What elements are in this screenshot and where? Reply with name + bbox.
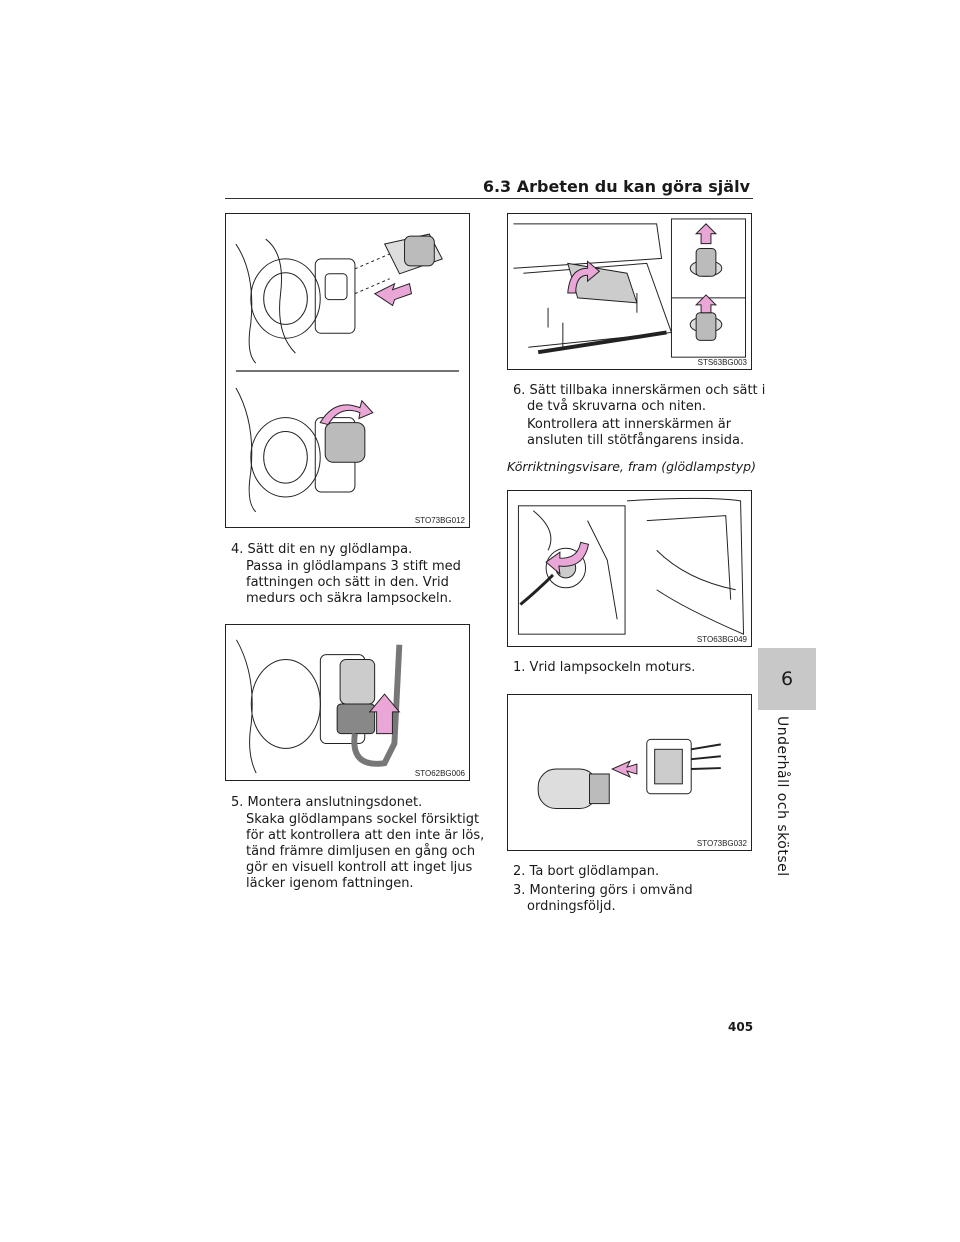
chapter-number: 6	[780, 668, 794, 690]
figure-code: STO73BG032	[696, 839, 747, 848]
step-2: 2. Ta bort glödlampan.	[513, 864, 660, 879]
step-5-line-5: läcker igenom fattningen.	[246, 876, 414, 891]
step-6-title-line-2: de två skruvarna och niten.	[527, 399, 707, 414]
figure-connector: STO62BG006	[225, 624, 470, 781]
step-5-line-3: tänd främre dimljusen en gång och	[246, 844, 476, 859]
step-6-line-2: ansluten till stötfångarens insida.	[527, 433, 745, 448]
step-3-line-2: ordningsföljd.	[527, 899, 616, 914]
step-5-line-4: gör en visuell kontroll att inget ljus	[246, 860, 473, 875]
figure-code: STO73BG012	[414, 516, 465, 525]
page-number: 405	[728, 1020, 754, 1034]
chapter-tab: 6	[758, 648, 816, 710]
step-5-line-1: Skaka glödlampans sockel försiktigt	[246, 812, 480, 827]
step-5-line-2: för att kontrollera att den inte är lös,	[246, 828, 485, 843]
bulb-illustration	[537, 738, 721, 810]
step-6-title-line-1: 6. Sätt tillbaka innerskärmen och sätt i	[513, 383, 766, 398]
figure-code: STS63BG003	[697, 358, 747, 367]
step-5-title: 5. Montera anslutningsdonet.	[231, 795, 423, 810]
step-4-title: 4. Sätt dit en ny glödlampa.	[231, 542, 413, 557]
turn-signal-illustration	[517, 497, 745, 635]
figure-code: STO63BG049	[696, 635, 747, 644]
step-4-line-3: medurs och säkra lampsockeln.	[246, 591, 453, 606]
inner-fender-illustration	[513, 218, 746, 358]
chapter-label: Underhåll och skötsel	[774, 716, 790, 877]
figure-turn-signal-socket: STO63BG049	[507, 490, 752, 647]
header-divider	[225, 198, 753, 199]
step-3-line-1: 3. Montering görs i omvänd	[513, 883, 693, 898]
subsection-heading: Körriktningsvisare, fram (glödlampstyp)	[507, 459, 756, 474]
figure-insert-bulb: STO73BG012	[225, 213, 470, 528]
step-4-line-1: Passa in glödlampans 3 stift med	[246, 559, 461, 574]
section-title: 6.3 Arbeten du kan göra själv	[482, 177, 750, 196]
connector-illustration	[236, 639, 403, 774]
step-6-line-1: Kontrollera att innerskärmen är	[527, 417, 732, 432]
figure-remove-bulb: STO73BG032	[507, 694, 752, 851]
figure-inner-fender: STS63BG003	[507, 213, 752, 370]
step-4-line-2: fattningen och sätt in den. Vrid	[246, 575, 449, 590]
headlight-illustration	[235, 233, 460, 513]
step-1: 1. Vrid lampsockeln moturs.	[513, 660, 696, 675]
figure-code: STO62BG006	[414, 769, 465, 778]
